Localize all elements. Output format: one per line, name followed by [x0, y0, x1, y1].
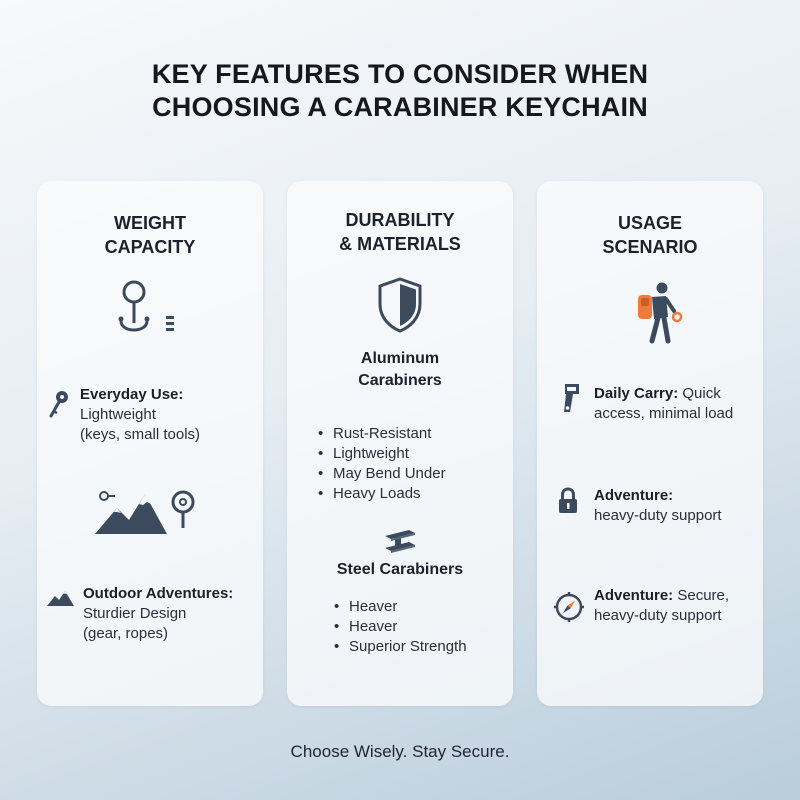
- mountain-small-icon: [47, 591, 74, 606]
- steel-bullet-list: Heaver Heaver Superior Strength: [332, 597, 467, 657]
- list-item: Lightweight: [316, 444, 446, 464]
- lock-icon: [559, 487, 577, 513]
- mountains-carabiner-icon: [95, 490, 195, 534]
- aluminum-carabiners-heading: Aluminum Carabiners: [358, 350, 442, 389]
- list-item: Rust-Resistant: [316, 424, 446, 444]
- carabiner-hook-icon: [118, 280, 174, 332]
- shield-icon: [378, 277, 422, 333]
- card-title: WEIGHT CAPACITY: [104, 213, 196, 257]
- list-item: May Bend Under: [316, 464, 446, 484]
- card-durability-materials: DURABILITY & MATERIALS Aluminum Carabine…: [287, 181, 513, 706]
- footer-tagline: Choose Wisely. Stay Secure.: [290, 742, 510, 761]
- card-title: DURABILITY & MATERIALS: [339, 210, 461, 254]
- feature-adventure-support: Adventure: heavy-duty support: [594, 487, 722, 524]
- page-title: KEY FEATURES TO CONSIDER WHEN CHOOSING A…: [0, 58, 800, 124]
- list-item: Heaver: [332, 597, 467, 617]
- page-title-line-2: CHOOSING A CARABINER KEYCHAIN: [152, 92, 648, 122]
- card-title: USAGE SCENARIO: [602, 213, 698, 257]
- feature-adventure-secure: Adventure: Secure, heavy-duty support: [594, 587, 730, 624]
- feature-outdoor-adventures: Outdoor Adventures: Sturdier Design (gea…: [83, 585, 234, 642]
- list-item: Heaver: [332, 617, 467, 637]
- aluminum-bullet-list: Rust-Resistant Lightweight May Bend Unde…: [316, 424, 446, 504]
- feature-daily-carry: Daily Carry: Quick access, minimal load: [594, 385, 734, 422]
- card-usage-scenario: USAGE SCENARIO Daily Carry: Quick access…: [537, 181, 763, 706]
- feature-everyday-use: Everyday Use: Lightweight (keys, small t…: [80, 386, 201, 443]
- key-icon: [49, 391, 68, 418]
- card-weight-capacity: WEIGHT CAPACITY Everyday Use: Lightweigh…: [37, 181, 263, 706]
- tag-icon: [564, 384, 579, 412]
- list-item: Heavy Loads: [316, 484, 446, 504]
- steel-carabiners-heading: Steel Carabiners: [336, 561, 464, 578]
- compass-icon: [554, 592, 584, 622]
- steel-beam-icon: [385, 530, 415, 553]
- page-title-line-1: KEY FEATURES TO CONSIDER WHEN: [151, 59, 649, 89]
- hiker-icon: [638, 282, 683, 344]
- list-item: Superior Strength: [332, 637, 467, 657]
